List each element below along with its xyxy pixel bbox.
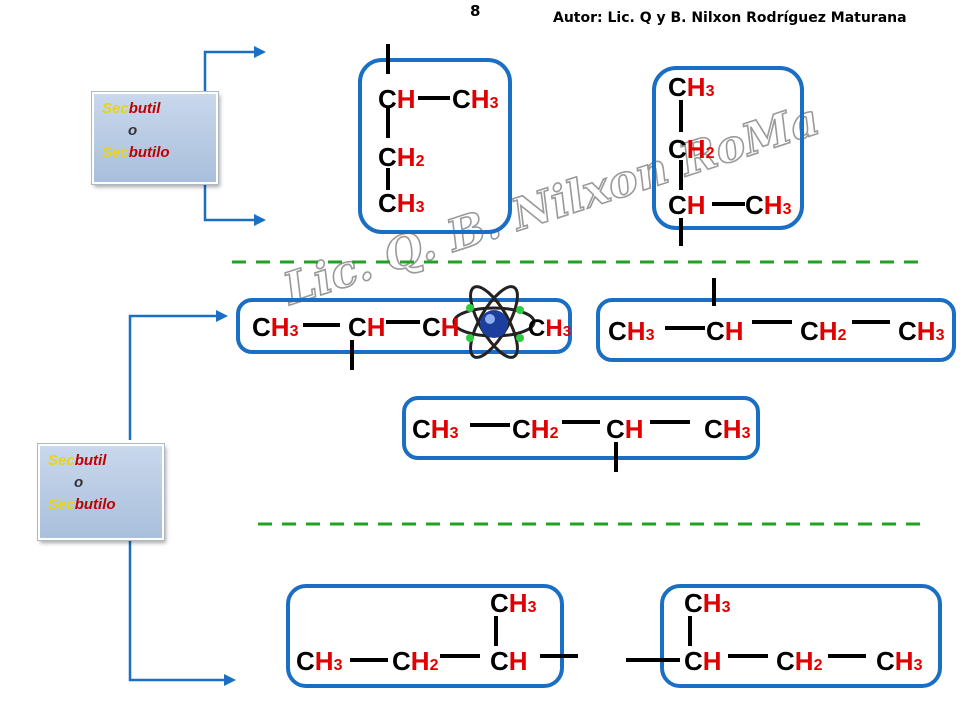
author-credit: Autor: Lic. Q y B. Nilxon Rodríguez Matu… bbox=[553, 10, 907, 26]
group-ch2: CH2 bbox=[668, 134, 715, 164]
group-ch3: CH3 bbox=[898, 316, 945, 346]
group-ch3: CH3 bbox=[704, 414, 751, 444]
group-ch: CH bbox=[490, 646, 528, 676]
group-ch: CH bbox=[422, 312, 460, 342]
structure-box-1 bbox=[358, 58, 512, 234]
page-number: 8 bbox=[470, 2, 481, 20]
group-ch3: CH3 bbox=[378, 188, 425, 218]
group-ch3: CH3 bbox=[608, 316, 655, 346]
structure-box-7 bbox=[660, 584, 942, 688]
group-ch2: CH2 bbox=[378, 142, 425, 172]
structure-box-4 bbox=[596, 298, 956, 362]
structure-box-3 bbox=[236, 298, 572, 354]
group-ch3: CH3 bbox=[296, 646, 343, 676]
group-ch2: CH2 bbox=[392, 646, 439, 676]
radical-name-label: Secbutil o Secbutilo bbox=[92, 92, 218, 184]
group-ch3: CH3 bbox=[745, 190, 792, 220]
group-ch: CH bbox=[684, 646, 722, 676]
group-ch3: CH3 bbox=[412, 414, 459, 444]
top-label-arrows bbox=[203, 50, 258, 222]
group-ch2: CH2 bbox=[512, 414, 559, 444]
group-ch: CH bbox=[378, 84, 416, 114]
radical-name-label: Secbutil o Secbutilo bbox=[38, 444, 164, 540]
group-ch3: CH3 bbox=[528, 315, 571, 342]
group-ch: CH bbox=[706, 316, 744, 346]
group-ch2: CH2 bbox=[776, 646, 823, 676]
structure-box-2 bbox=[652, 66, 804, 230]
structure-box-5 bbox=[402, 396, 760, 460]
group-ch3: CH3 bbox=[490, 588, 537, 618]
group-ch: CH bbox=[606, 414, 644, 444]
group-ch3: CH3 bbox=[452, 84, 499, 114]
group-ch: CH bbox=[668, 190, 706, 220]
bonds bbox=[303, 44, 890, 662]
bottom-label-arrows bbox=[128, 314, 226, 682]
top-arrowheads bbox=[254, 46, 266, 226]
group-ch3: CH3 bbox=[684, 588, 731, 618]
structure-box-6 bbox=[286, 584, 564, 688]
atom-icon bbox=[452, 285, 536, 359]
group-ch: CH bbox=[348, 312, 386, 342]
bottom-arrowheads bbox=[216, 310, 236, 686]
group-ch3: CH3 bbox=[876, 646, 923, 676]
group-ch3: CH3 bbox=[252, 312, 299, 342]
group-ch3: CH3 bbox=[668, 72, 715, 102]
group-ch2: CH2 bbox=[800, 316, 847, 346]
